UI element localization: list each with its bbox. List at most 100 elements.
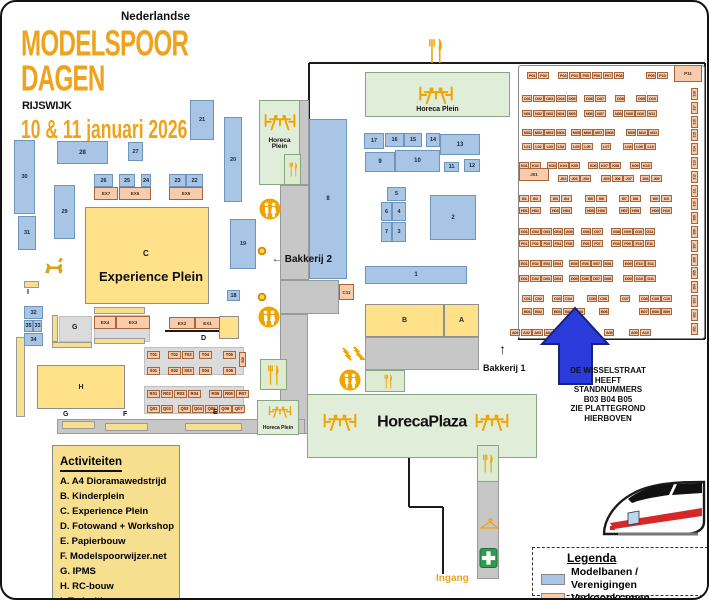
stall-D02: D02: [530, 275, 541, 282]
stall-N04: N04: [555, 110, 566, 117]
activity-item: D. Fotowand + Workshop: [60, 521, 175, 532]
stall-L10: L10: [645, 143, 656, 150]
stall-310: 310: [691, 198, 698, 211]
stall-E06: E06: [580, 260, 591, 267]
stall-A01: A01: [510, 329, 521, 336]
stall-D06: D06: [580, 275, 591, 282]
stall-S01: S01: [147, 367, 160, 375]
stall-K08: K08: [610, 162, 621, 169]
table-bar: [94, 338, 145, 344]
table-icon: [322, 408, 358, 434]
stall-Q04: Q04: [191, 405, 205, 413]
stall-E03: E03: [541, 260, 552, 267]
fork-icon: [288, 158, 298, 181]
table-bar: [24, 281, 39, 288]
stall-C06: C06: [598, 295, 609, 302]
header-pretitle: Nederlandse: [121, 11, 191, 23]
stall-S05: S05: [223, 367, 236, 375]
stall-C03: C03: [552, 295, 563, 302]
stall-I04: I04: [561, 195, 572, 202]
stall-K04: K04: [558, 162, 569, 169]
map-label: ← Bakkerij 2: [272, 254, 333, 265]
horeca-servery: [477, 445, 499, 482]
stall-H02: H02: [530, 207, 541, 214]
stall-O02: O02: [533, 95, 544, 102]
stand-33: 33: [33, 320, 42, 332]
stall-H03: H03: [550, 207, 561, 214]
stall-M11: M11: [648, 129, 659, 136]
stall-A02: A02: [521, 329, 532, 336]
stall-L07: L07: [601, 143, 612, 150]
stall-306: 306: [691, 253, 698, 266]
area-label: Horeca Plein: [268, 136, 291, 151]
wall-segment: [309, 62, 705, 64]
stall-K10: K10: [641, 162, 652, 169]
stand-19: 19: [230, 219, 256, 269]
stall-T02: T02: [168, 351, 181, 359]
stall-E11: E11: [645, 260, 656, 267]
stall-T05: T05: [223, 351, 236, 359]
stand-18: 18: [227, 290, 240, 301]
stall-E01: E01: [519, 260, 530, 267]
table-icon: [266, 403, 294, 419]
stall-D05: D05: [569, 275, 580, 282]
stall-G09: G09: [622, 228, 633, 235]
stall-J04: J04: [580, 175, 591, 182]
stall-B06: B06: [599, 308, 610, 315]
stall-D04: D04: [552, 275, 563, 282]
stall-F11: F11: [644, 240, 655, 247]
stand-34: 34: [24, 333, 43, 346]
stairs-icon: [341, 345, 367, 363]
stand-14: 14: [426, 133, 440, 147]
stall-N02: N02: [533, 110, 544, 117]
stall-M04: M04: [555, 129, 566, 136]
stall-F06: F06: [581, 240, 592, 247]
area-horeca-plein: Horeca Plein: [257, 400, 299, 435]
stall-M09: M09: [626, 129, 637, 136]
stall-O09: O09: [636, 95, 647, 102]
stall-K03: K03: [547, 162, 558, 169]
stall-EX5: EX5: [169, 187, 203, 200]
stall-I09: I09: [650, 195, 661, 202]
stall-O10: O10: [647, 95, 658, 102]
stall-Q06: Q06: [218, 405, 232, 413]
table-icon: [263, 110, 297, 132]
stall-N03: N03: [544, 110, 555, 117]
stall-307: 307: [691, 239, 698, 252]
stall-F02: F02: [530, 240, 541, 247]
stall-G11: G11: [644, 228, 655, 235]
stall-L05: L05: [571, 143, 582, 150]
area-label: Horeca Plein: [262, 424, 294, 431]
ring-icon: [257, 289, 267, 302]
stand-10: 10: [395, 150, 440, 172]
stand-7: 7: [381, 222, 392, 242]
stand-6: 6: [381, 202, 392, 221]
stall-B02: B02: [533, 308, 544, 315]
stall-E08: E08: [602, 260, 613, 267]
stall-O08: O08: [615, 95, 626, 102]
header-title-line2: DAGEN: [21, 59, 105, 99]
stall-EX4: EX4: [94, 316, 116, 329]
stall-I01: I01: [519, 195, 530, 202]
stall-I03: I03: [550, 195, 561, 202]
stall-G06: G06: [581, 228, 592, 235]
stall-317: 317: [691, 101, 698, 114]
stand-12: 12: [464, 159, 480, 172]
note-line: HEEFT: [594, 375, 622, 385]
area-horeca-plein: Horeca Plein: [365, 72, 510, 117]
note-line: HIERBOVEN: [584, 413, 632, 423]
stall-R03: R03: [174, 390, 187, 398]
ring-icon: [257, 243, 267, 256]
stall-G02: G02: [530, 228, 541, 235]
stall-A09: A09: [629, 329, 640, 336]
corridor: [280, 185, 309, 280]
stand-3: 3: [392, 222, 406, 242]
stall-D07: D07: [591, 275, 602, 282]
stall-B08: B08: [650, 308, 661, 315]
stall-M06: M06: [582, 129, 593, 136]
stand-15: 15: [404, 133, 422, 147]
stall-C05: C05: [587, 295, 598, 302]
wall-segment: [704, 63, 706, 339]
stall-G05: G05: [563, 228, 575, 235]
stall-313: 313: [691, 157, 698, 169]
